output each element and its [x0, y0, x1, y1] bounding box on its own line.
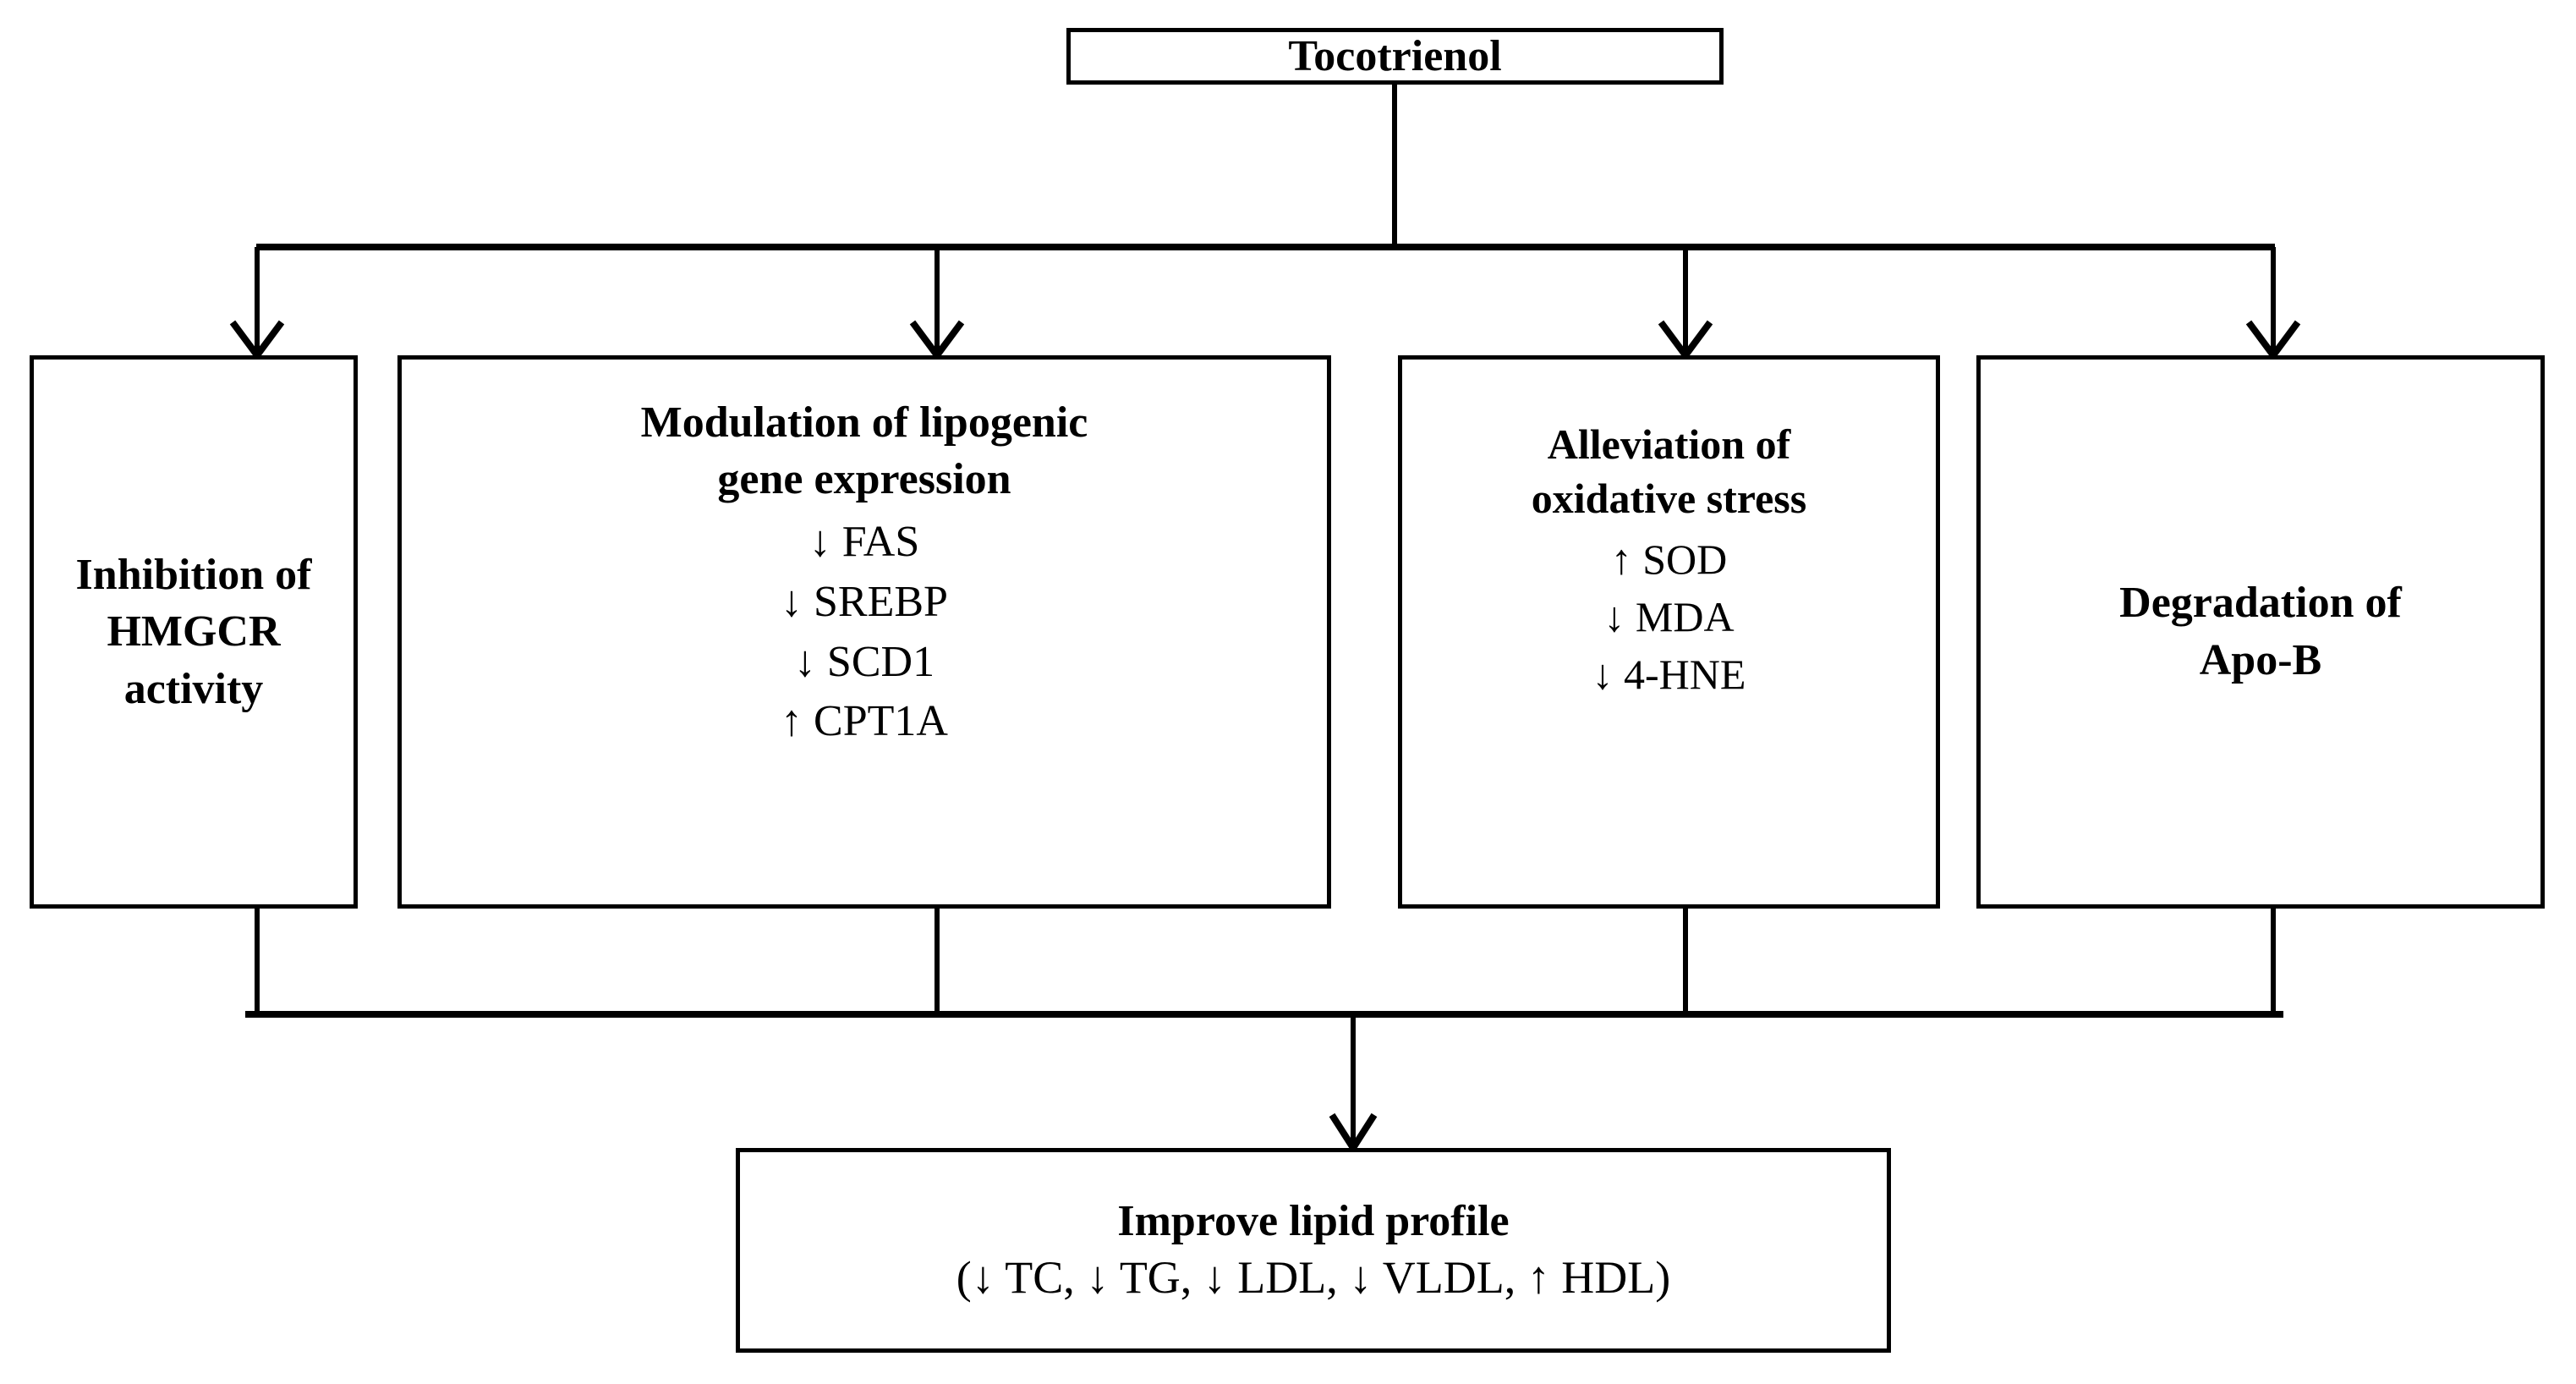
- node-tocotrienol[interactable]: Tocotrienol: [1066, 28, 1724, 85]
- node-improve-lipid-profile[interactable]: Improve lipid profile (↓ TC, ↓ TG, ↓ LDL…: [736, 1148, 1891, 1353]
- node-modulation-lipogenic-title: Modulation of lipogenic gene expression: [640, 398, 1088, 503]
- list-item: ↓ MDA: [1603, 593, 1735, 640]
- list-item: ↓ 4-HNE: [1592, 651, 1746, 698]
- list-item: ↑ SOD: [1610, 535, 1728, 583]
- node-alleviation-oxidative-stress-title: Alleviation of oxidative stress: [1531, 420, 1807, 522]
- list-item: ↓ SCD1: [793, 637, 935, 686]
- node-inhibition-hmgcr-title: Inhibition of HMGCR activity: [75, 550, 312, 713]
- node-improve-lipid-profile-title: Improve lipid profile: [1117, 1197, 1510, 1246]
- list-item: ↓ SREBP: [781, 577, 948, 626]
- node-degradation-apo-b-title: Degradation of Apo-B: [2119, 579, 2402, 684]
- list-item: ↓ FAS: [808, 518, 920, 567]
- node-modulation-lipogenic-gene-list: ↓ FAS ↓ SREBP ↓ SCD1 ↑ CPT1A: [781, 513, 948, 752]
- node-degradation-apo-b[interactable]: Degradation of Apo-B: [1976, 355, 2545, 909]
- node-modulation-lipogenic-gene-expression[interactable]: Modulation of lipogenic gene expression …: [397, 355, 1331, 909]
- node-alleviation-oxidative-stress-marker-list: ↑ SOD ↓ MDA ↓ 4-HNE: [1592, 530, 1746, 703]
- list-item: ↑ CPT1A: [781, 697, 948, 746]
- node-alleviation-oxidative-stress[interactable]: Alleviation of oxidative stress ↑ SOD ↓ …: [1398, 355, 1940, 909]
- node-inhibition-hmgcr[interactable]: Inhibition of HMGCR activity: [30, 355, 358, 909]
- node-improve-lipid-profile-markers: (↓ TC, ↓ TG, ↓ LDL, ↓ VLDL, ↑ HDL): [956, 1251, 1671, 1303]
- node-tocotrienol-title: Tocotrienol: [1288, 31, 1502, 80]
